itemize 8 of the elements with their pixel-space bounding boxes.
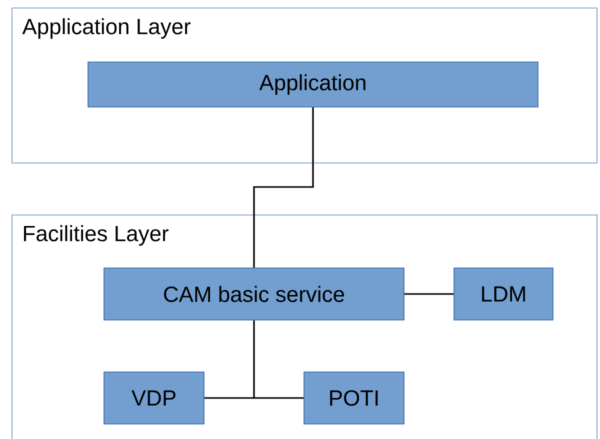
process-box: POTI — [304, 372, 404, 424]
connector — [404, 293, 454, 295]
process-box: CAM basic service — [104, 268, 404, 320]
connector — [253, 107, 314, 268]
process-box: Application — [88, 62, 538, 108]
connector — [204, 320, 304, 399]
process-box: LDM — [454, 268, 554, 320]
process-box: VDP — [104, 372, 204, 424]
